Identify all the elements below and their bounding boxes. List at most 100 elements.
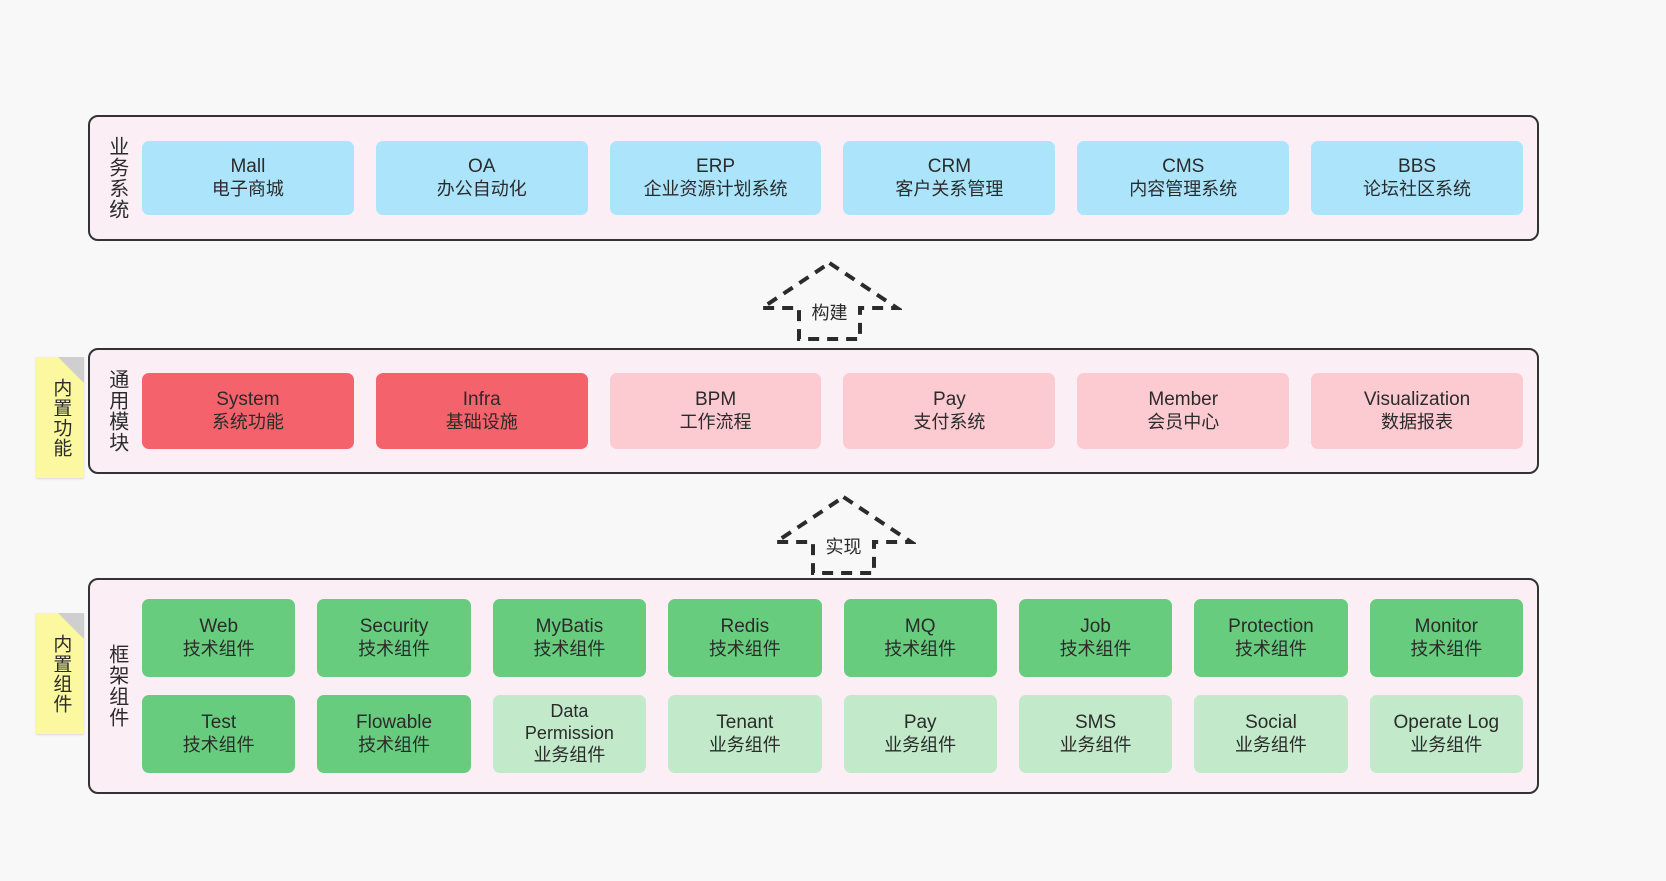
module-card-system[interactable]: System 系统功能 [142,373,354,449]
component-card-mq[interactable]: MQ 技术组件 [843,599,997,677]
module-name-en: BBS [1398,156,1437,178]
component-card-monitor[interactable]: Monitor 技术组件 [1369,599,1523,677]
module-name-en: System [216,389,280,411]
arrow-build-label: 构建 [808,299,851,325]
module-name-en: Visualization [1363,389,1471,411]
component-card-operate-log[interactable]: Operate Log 业务组件 [1369,695,1523,773]
arrow-implement: 实现 [769,492,918,578]
component-card-mybatis[interactable]: MyBatis 技术组件 [492,599,647,677]
module-name-cn: 数据报表 [1381,411,1454,432]
module-name-cn: 基础设施 [445,411,518,432]
note-fold-corner-icon [58,357,84,383]
component-name-en: Tenant [716,712,774,734]
arrow-implement-label: 实现 [822,533,865,559]
component-type-cn: 业务组件 [708,734,781,755]
component-name-en: MQ [904,616,936,638]
module-card-erp[interactable]: ERP 企业资源计划系统 [609,141,822,215]
module-name-en: CRM [927,156,972,178]
component-type-cn: 技术组件 [1234,638,1307,659]
module-card-crm[interactable]: CRM 客户关系管理 [843,141,1056,215]
row-technical-components: Web 技术组件 Security 技术组件 MyBatis 技术组件 Redi… [142,599,1523,677]
component-type-cn: 技术组件 [533,638,606,659]
component-card-data-permission[interactable]: Data Permission 业务组件 [492,695,647,773]
module-name-en: CMS [1162,156,1205,178]
component-card-web[interactable]: Web 技术组件 [142,599,296,677]
component-name-en: SMS [1074,712,1117,734]
component-name-en: Security [359,616,429,638]
module-name-en: Infra [462,389,501,411]
module-card-member[interactable]: Member 会员中心 [1077,373,1290,449]
module-name-en: BPM [694,389,737,411]
module-name-cn: 内容管理系统 [1129,178,1238,199]
component-type-cn: 技术组件 [182,734,255,755]
component-name-en: MyBatis [535,616,604,638]
sticky-note-label: 内置功能 [50,377,72,458]
row-business-systems: Mall 电子商城 OA 办公自动化 ERP 企业资源计划系统 CRM 客户关系… [142,141,1523,215]
module-name-cn: 论坛社区系统 [1363,178,1472,199]
component-type-cn: 技术组件 [182,638,255,659]
module-name-cn: 企业资源计划系统 [643,178,788,199]
component-type-cn: 技术组件 [358,734,431,755]
component-name-en: Web [199,616,239,638]
component-name-en: Protection [1228,616,1314,638]
component-card-test[interactable]: Test 技术组件 [142,695,296,773]
layer-body-common-modules: System 系统功能 Infra 基础设施 BPM 工作流程 Pay 支付系统… [142,350,1537,472]
sticky-note-label: 内置组件 [50,633,72,714]
component-type-cn: 业务组件 [884,734,957,755]
layer-body-business-systems: Mall 电子商城 OA 办公自动化 ERP 企业资源计划系统 CRM 客户关系… [142,117,1537,239]
module-card-infra[interactable]: Infra 基础设施 [375,373,588,449]
sticky-note-builtin-components: 内置组件 [36,613,84,734]
component-type-cn: 技术组件 [708,638,781,659]
module-card-visualization[interactable]: Visualization 数据报表 [1311,373,1523,449]
module-name-cn: 会员中心 [1147,411,1220,432]
module-name-en: Pay [933,389,966,411]
component-name-en: Data Permission [524,701,614,744]
component-type-cn: 业务组件 [1410,734,1483,755]
module-name-cn: 办公自动化 [436,178,527,199]
module-card-pay[interactable]: Pay 支付系统 [843,373,1056,449]
component-name-en: Operate Log [1393,712,1500,734]
module-name-cn: 系统功能 [211,411,284,432]
component-card-social[interactable]: Social 业务组件 [1194,695,1348,773]
component-card-protection[interactable]: Protection 技术组件 [1194,599,1348,677]
component-type-cn: 技术组件 [358,638,431,659]
component-type-cn: 技术组件 [884,638,957,659]
layer-body-framework-components: Web 技术组件 Security 技术组件 MyBatis 技术组件 Redi… [142,580,1537,792]
module-card-mall[interactable]: Mall 电子商城 [142,141,354,215]
component-card-flowable[interactable]: Flowable 技术组件 [317,695,471,773]
sticky-note-builtin-features: 内置功能 [36,357,84,478]
component-card-security[interactable]: Security 技术组件 [317,599,471,677]
module-name-cn: 工作流程 [679,411,752,432]
component-name-en: Flowable [356,712,433,734]
arrow-build: 构建 [755,258,904,344]
component-type-cn: 业务组件 [533,744,606,765]
layer-title-business-systems: 业务系统 [105,136,128,220]
module-name-en: OA [468,156,496,178]
row-common-modules: System 系统功能 Infra 基础设施 BPM 工作流程 Pay 支付系统… [142,373,1523,449]
module-card-cms[interactable]: CMS 内容管理系统 [1077,141,1290,215]
component-card-job[interactable]: Job 技术组件 [1018,599,1173,677]
component-card-sms[interactable]: SMS 业务组件 [1018,695,1173,773]
layer-business-systems: 业务系统 Mall 电子商城 OA 办公自动化 ERP 企业资源计划系统 CRM… [88,115,1539,241]
module-card-bpm[interactable]: BPM 工作流程 [609,373,822,449]
module-card-bbs[interactable]: BBS 论坛社区系统 [1311,141,1523,215]
component-name-en: Test [201,712,237,734]
note-fold-corner-icon [58,613,84,639]
component-type-cn: 业务组件 [1059,734,1132,755]
layer-framework-components: 框架组件 Web 技术组件 Security 技术组件 MyBatis 技术组件… [88,578,1539,794]
component-card-redis[interactable]: Redis 技术组件 [668,599,822,677]
module-name-cn: 客户关系管理 [895,178,1004,199]
layer-title-common-modules: 通用模块 [105,369,128,453]
layer-common-modules: 通用模块 System 系统功能 Infra 基础设施 BPM 工作流程 Pay… [88,348,1539,474]
component-card-pay[interactable]: Pay 业务组件 [843,695,997,773]
module-name-cn: 电子商城 [211,178,284,199]
layer-title-framework-components: 框架组件 [105,644,128,728]
component-name-en: Redis [720,616,770,638]
component-type-cn: 业务组件 [1234,734,1307,755]
arrow-up-outline-icon [755,260,904,341]
module-card-oa[interactable]: OA 办公自动化 [375,141,588,215]
component-name-en: Job [1080,616,1111,638]
row-business-components: Test 技术组件 Flowable 技术组件 Data Permission … [142,695,1523,773]
component-card-tenant[interactable]: Tenant 业务组件 [668,695,822,773]
